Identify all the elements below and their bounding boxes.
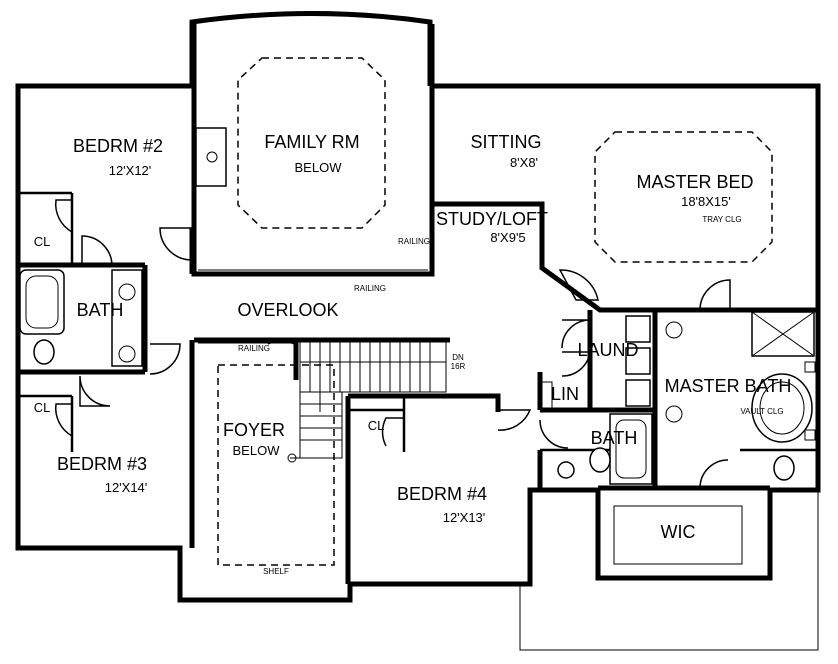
interior-walls xyxy=(18,24,818,584)
bedroom4-name: BEDRM #4 xyxy=(397,484,487,504)
master-bath-name: MASTER BATH xyxy=(665,376,792,396)
study-name: STUDY/LOFT xyxy=(436,209,548,229)
vanity xyxy=(111,269,143,367)
exterior-walls xyxy=(15,11,821,603)
foyer-open-area xyxy=(217,364,335,566)
bedroom3-size: 12'X14' xyxy=(105,480,148,495)
foyer-name: FOYER xyxy=(223,420,285,440)
bath1-name: BATH xyxy=(77,300,124,320)
shelf-label: SHELF xyxy=(263,567,289,576)
sink-bath2 xyxy=(557,461,575,479)
doors xyxy=(54,199,731,489)
master-bath-note: VAULT CLG xyxy=(740,407,783,416)
bedroom4-size: 12'X13' xyxy=(443,510,486,525)
closet-bedroom3: CL xyxy=(34,400,51,415)
fireplace xyxy=(195,127,227,187)
bedroom2-name: BEDRM #2 xyxy=(73,136,163,156)
foyer-note: BELOW xyxy=(233,443,281,458)
linen-name: LIN xyxy=(551,384,579,404)
bedroom3-name: BEDRM #3 xyxy=(57,454,147,474)
shelf-laund xyxy=(625,379,651,407)
stairs-treads-label: 16R xyxy=(451,362,466,371)
master-ceiling xyxy=(594,131,773,263)
toilet-bath2 xyxy=(589,447,611,473)
bedroom2-size: 12'X12' xyxy=(109,163,152,178)
railings xyxy=(198,236,431,344)
family-name: FAMILY RM xyxy=(264,132,359,152)
bath2-name: BATH xyxy=(591,428,638,448)
family-note: BELOW xyxy=(295,160,343,175)
staircase xyxy=(287,341,447,463)
overlook-name: OVERLOOK xyxy=(237,300,338,320)
master-bed-size: 18'8X15' xyxy=(681,194,731,209)
laundry-name: LAUND xyxy=(577,340,638,360)
railing-bottom-label: RAILING xyxy=(354,284,386,293)
closet-bedroom4: CL xyxy=(368,418,385,433)
bathtub xyxy=(19,269,65,335)
ceiling-outlines xyxy=(217,57,773,566)
sitting-size: 8'X8' xyxy=(510,155,538,170)
lin-shelf xyxy=(539,381,553,409)
annotations: RAILING RAILING RAILING DN 16R SHELF xyxy=(238,237,466,576)
master-tub xyxy=(751,373,813,443)
wic-name: WIC xyxy=(661,522,696,542)
stair-treads xyxy=(309,342,431,392)
washer xyxy=(625,315,651,343)
study-size: 8'X9'5 xyxy=(490,230,525,245)
porch-outline xyxy=(519,490,819,651)
closet-bedroom2: CL xyxy=(34,234,51,249)
master-bed-name: MASTER BED xyxy=(636,172,753,192)
railing-family-label: RAILING xyxy=(398,237,430,246)
stairs-dn-label: DN xyxy=(452,353,464,362)
room-labels: BEDRM #2 12'X12' FAMILY RM BELOW SITTING… xyxy=(57,132,791,542)
master-bed-note: TRAY CLG xyxy=(702,215,741,224)
fixtures xyxy=(19,269,816,565)
tub-bath2 xyxy=(609,413,653,485)
closet-labels: CL CL CL xyxy=(34,234,385,433)
dryer xyxy=(625,347,651,375)
master-toilet xyxy=(773,455,795,481)
railing-overlook-label: RAILING xyxy=(238,344,270,353)
family-ceiling xyxy=(237,57,386,229)
sitting-name: SITTING xyxy=(471,132,542,152)
wic-shelf xyxy=(613,505,743,565)
toilet xyxy=(33,339,55,365)
